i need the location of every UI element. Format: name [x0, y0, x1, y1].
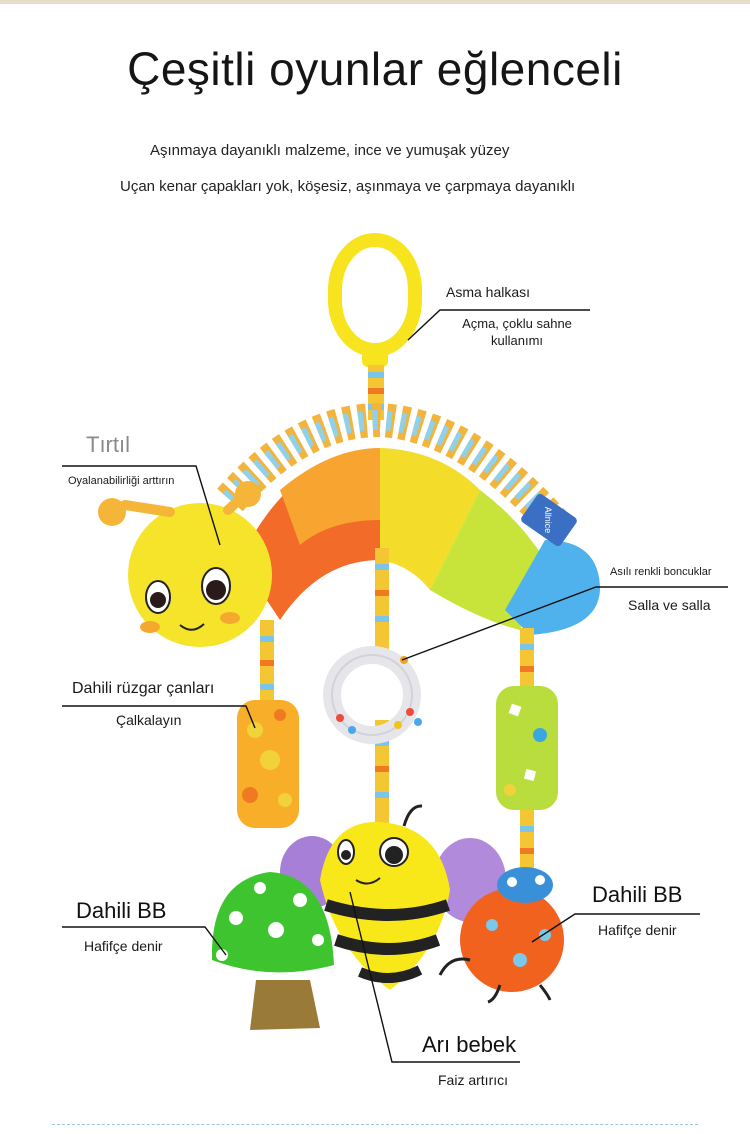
subtitle-line-1: Aşınmaya dayanıklı malzeme, ince ve yumu…: [150, 142, 510, 159]
subtitle-line-2: Uçan kenar çapakları yok, köşesiz, aşınm…: [120, 178, 576, 195]
beads-title: Asılı renkli boncuklar: [610, 566, 712, 578]
bottom-divider: [52, 1124, 698, 1125]
green-cylinder: [496, 686, 558, 810]
hanging-ring-title: Asma halkası: [446, 284, 531, 300]
hanging-ring-desc-2: kullanımı: [490, 333, 544, 348]
bee-toy: [320, 804, 450, 990]
page-title: Çeşitli oyunlar eğlenceli: [127, 43, 623, 95]
hanging-ring-desc-1: Açma, çoklu sahne: [462, 316, 572, 331]
strap-right: [520, 628, 534, 870]
caterpillar-title: Tırtıl: [86, 432, 130, 457]
bee-title: Arı bebek: [422, 1032, 517, 1057]
top-band: [0, 0, 750, 4]
wind-chime-title: Dahili rüzgar çanları: [72, 680, 215, 697]
strap-left: [260, 620, 274, 700]
mushroom-toy: [211, 872, 334, 1030]
callout-lines: [62, 309, 728, 1063]
strap-center: [375, 548, 389, 830]
brand-tag: Allnice: [543, 507, 553, 534]
bb-left-desc: Hafifçe denir: [84, 938, 163, 954]
bead-ring: [323, 646, 422, 744]
wind-chime-desc: Çalkalayın: [116, 712, 182, 728]
hanging-ring: [328, 233, 422, 367]
bee-desc: Faiz artırıcı: [438, 1072, 509, 1088]
caterpillar-desc: Oyalanabilirliği arttırın: [68, 475, 175, 487]
caterpillar: Allnice: [98, 402, 600, 647]
beads-desc: Salla ve salla: [628, 597, 711, 613]
bb-right-title: Dahili BB: [592, 882, 683, 907]
bb-left-title: Dahili BB: [76, 898, 167, 923]
bb-right-desc: Hafifçe denir: [598, 922, 677, 938]
chime-cylinder: [237, 700, 299, 828]
ladybug-toy: [438, 867, 564, 1004]
